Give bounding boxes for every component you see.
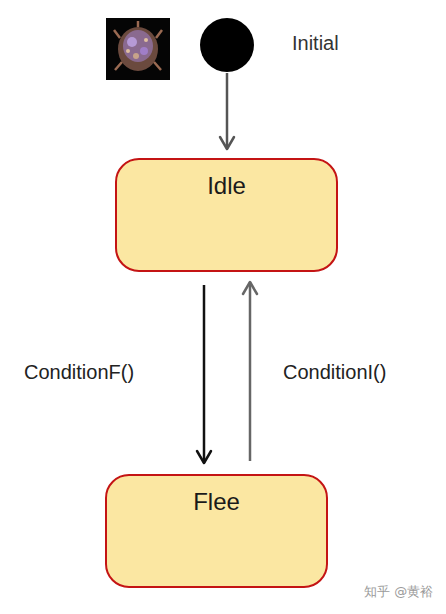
transition-arrow [197, 285, 211, 463]
unit-icon [106, 18, 170, 80]
state-name: Idle [117, 172, 336, 200]
transition-condition: ConditionI() [283, 361, 386, 384]
initial-dot [199, 17, 255, 73]
transition-arrow [243, 282, 257, 461]
watermark: 知乎 @黄裕 [364, 583, 433, 601]
state-box: Idle [115, 158, 338, 272]
initial-node: Initial [199, 17, 255, 73]
transition-arrow [220, 73, 234, 149]
initial-label: Initial [292, 32, 339, 55]
transition-condition: ConditionF() [24, 361, 134, 384]
state-name: Flee [107, 488, 326, 516]
state-box: Flee [105, 474, 328, 588]
